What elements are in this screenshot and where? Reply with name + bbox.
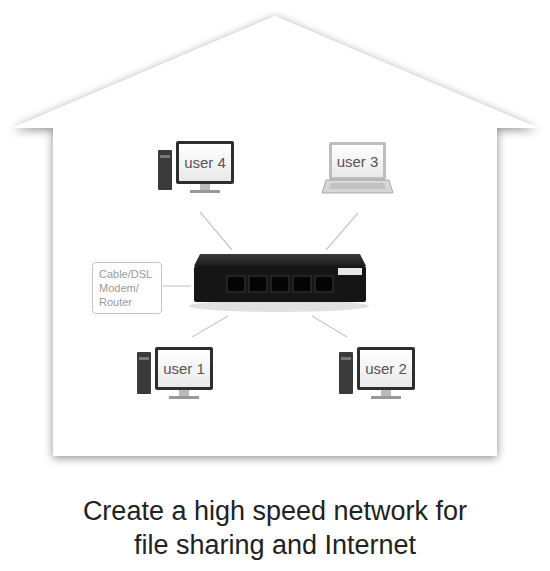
house-outline [12, 16, 538, 456]
network-switch [189, 254, 369, 312]
desktop-computer [339, 347, 415, 399]
monitor-screen: user 4 [179, 144, 231, 181]
user-label: user 2 [365, 360, 407, 377]
user-label: user 1 [163, 360, 205, 377]
user-label: user 3 [337, 153, 379, 170]
device-label: Cable/DSL Modem/ Router [99, 267, 155, 309]
user-label: user 4 [184, 154, 226, 171]
caption-text: Create a high speed network for file sha… [82, 494, 468, 562]
desktop-computer [137, 347, 213, 399]
modem-box: Cable/DSL Modem/ Router [92, 262, 162, 314]
monitor-screen: user 1 [158, 350, 210, 387]
desktop-computer [158, 141, 234, 193]
laptop-computer [322, 142, 393, 193]
laptop-screen: user 3 [332, 145, 383, 177]
monitor-screen: user 2 [360, 350, 412, 387]
